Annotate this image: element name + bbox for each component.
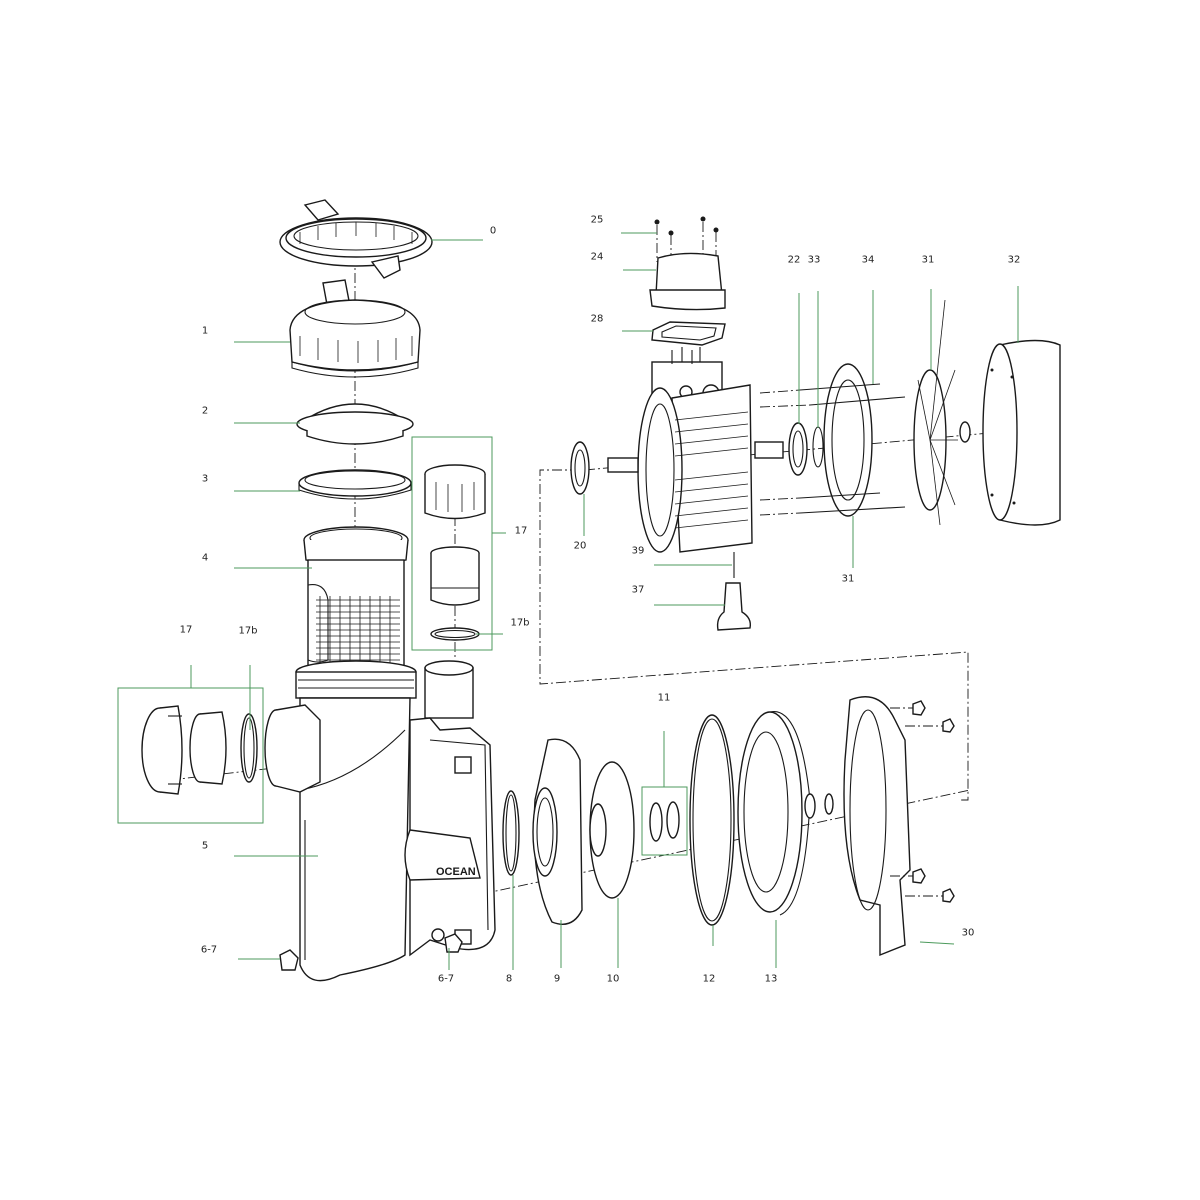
label-part-22: 22 bbox=[787, 254, 801, 266]
motor-assembly bbox=[570, 299, 1061, 631]
part-1-strainer-lid bbox=[289, 279, 421, 378]
label-part-6-7-right: 6-7 bbox=[437, 973, 455, 985]
label-part-30: 30 bbox=[961, 927, 975, 939]
label-part-37: 37 bbox=[631, 584, 645, 596]
label-part-28: 28 bbox=[590, 313, 604, 325]
label-part-32: 32 bbox=[1007, 254, 1021, 266]
part-17-left-union bbox=[117, 687, 264, 824]
part-24-25-28-terminal-box bbox=[649, 216, 726, 346]
label-part-17-left: 17 bbox=[179, 624, 193, 636]
part-2-clear-dome bbox=[296, 403, 414, 445]
label-part-12: 12 bbox=[702, 973, 716, 985]
nut-icon bbox=[912, 700, 926, 716]
ocean-logo-text: OCEAN bbox=[436, 866, 476, 878]
label-part-24: 24 bbox=[590, 251, 604, 263]
part-4-strainer-basket bbox=[303, 526, 409, 671]
part-5-pump-body: OCEAN bbox=[264, 660, 496, 982]
screw-icon bbox=[654, 219, 660, 225]
label-part-13: 13 bbox=[764, 973, 778, 985]
part-17-right-union bbox=[411, 436, 493, 651]
label-part-9: 9 bbox=[553, 973, 561, 985]
label-part-1: 1 bbox=[201, 325, 209, 337]
label-part-4: 4 bbox=[201, 552, 209, 564]
label-part-10: 10 bbox=[606, 973, 620, 985]
leader-lines bbox=[190, 232, 1019, 970]
label-part-11: 11 bbox=[657, 692, 671, 704]
drain-plug-icon bbox=[279, 949, 299, 971]
label-part-31-fan: 31 bbox=[921, 254, 935, 266]
label-part-20: 20 bbox=[573, 540, 587, 552]
label-part-0: 0 bbox=[489, 225, 497, 237]
label-part-17b-left: 17b bbox=[238, 625, 258, 637]
label-part-25: 25 bbox=[590, 214, 604, 226]
label-part-34: 34 bbox=[861, 254, 875, 266]
label-part-31-shield: 31 bbox=[841, 573, 855, 585]
label-part-6-7-left: 6-7 bbox=[200, 944, 218, 956]
label-part-33: 33 bbox=[807, 254, 821, 266]
label-part-5: 5 bbox=[201, 840, 209, 852]
label-part-2: 2 bbox=[201, 405, 209, 417]
wet-end-parts bbox=[502, 696, 955, 957]
label-part-3: 3 bbox=[201, 473, 209, 485]
part-0-locking-ring bbox=[279, 199, 433, 279]
part-3-lid-o-ring bbox=[298, 469, 412, 500]
label-part-39: 39 bbox=[631, 545, 645, 557]
label-part-8: 8 bbox=[505, 973, 513, 985]
label-part-17-right: 17 bbox=[514, 525, 528, 537]
label-part-17b-right: 17b bbox=[510, 617, 530, 629]
